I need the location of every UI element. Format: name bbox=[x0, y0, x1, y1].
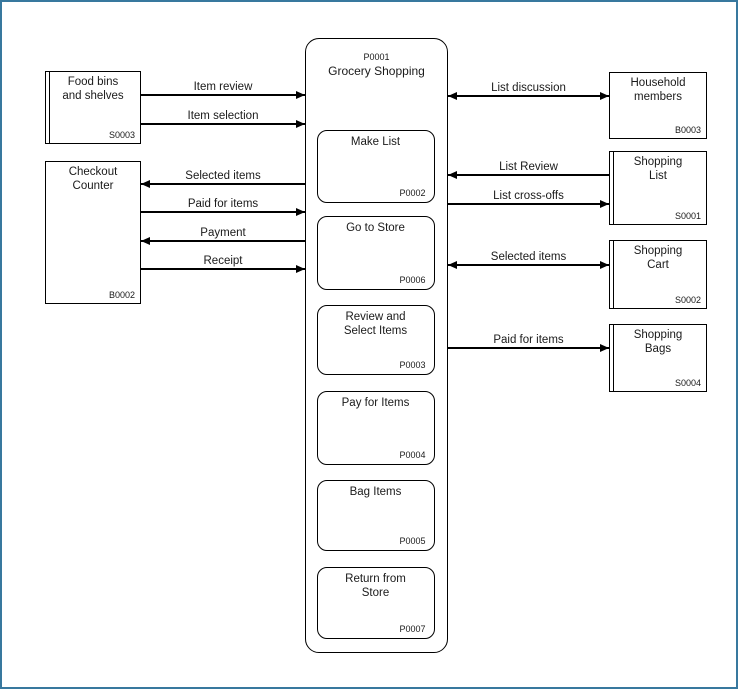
step-code: P0005 bbox=[399, 536, 426, 546]
flow-line bbox=[141, 240, 305, 242]
step-title: Pay for Items bbox=[341, 397, 410, 409]
node-shopping-bags[interactable]: Shopping Bags S0004 bbox=[609, 324, 707, 392]
step-title: Review and Select Items bbox=[343, 311, 408, 337]
flow-line bbox=[448, 174, 609, 176]
step-code: P0004 bbox=[399, 450, 426, 460]
flow-line bbox=[448, 95, 609, 97]
arrowhead-right-icon bbox=[296, 264, 305, 273]
node-title: Checkout Counter bbox=[68, 166, 118, 192]
step-go-to-store[interactable]: Go to Store P0006 bbox=[316, 216, 435, 290]
step-title: Make List bbox=[350, 136, 401, 148]
flow-line bbox=[448, 203, 609, 205]
step-review-and-select-items[interactable]: Review and Select Items P0003 bbox=[316, 305, 435, 375]
node-code: S0002 bbox=[674, 295, 701, 305]
flow-line bbox=[141, 94, 305, 96]
node-code: B0002 bbox=[108, 290, 135, 300]
node-shopping-list[interactable]: Shopping List S0001 bbox=[609, 151, 707, 225]
flow-label: Paid for items bbox=[493, 334, 564, 346]
flow-label: List discussion bbox=[491, 82, 566, 94]
node-code: S0001 bbox=[674, 211, 701, 221]
node-code: S0003 bbox=[108, 130, 135, 140]
node-shopping-cart[interactable]: Shopping Cart S0002 bbox=[609, 240, 707, 309]
step-bag-items[interactable]: Bag Items P0005 bbox=[316, 480, 435, 551]
node-title: Shopping Bags bbox=[633, 329, 683, 355]
flow-label: List Review bbox=[499, 161, 558, 173]
step-code: P0006 bbox=[399, 275, 426, 285]
arrowhead-left-icon bbox=[141, 236, 150, 245]
arrowhead-right-icon bbox=[600, 343, 609, 352]
node-checkout-counter[interactable]: Checkout Counter B0002 bbox=[45, 161, 141, 304]
step-title: Bag Items bbox=[349, 486, 402, 498]
arrowhead-right-icon bbox=[600, 260, 609, 269]
node-title: Household members bbox=[630, 77, 686, 103]
flow-label: Receipt bbox=[203, 255, 243, 267]
arrowhead-left-icon bbox=[448, 260, 457, 269]
node-food-bins-and-shelves[interactable]: Food bins and shelves S0003 bbox=[45, 71, 141, 144]
arrowhead-left-icon bbox=[141, 179, 150, 188]
arrowhead-right-icon bbox=[600, 199, 609, 208]
process-grocery-shopping[interactable]: P0001 Grocery Shopping Make List P0002 G… bbox=[305, 38, 448, 653]
step-code: P0003 bbox=[399, 360, 426, 370]
node-title: Food bins and shelves bbox=[62, 76, 124, 102]
flow-label: Payment bbox=[200, 227, 246, 239]
flow-label: Selected items bbox=[185, 170, 261, 182]
arrowhead-left-icon bbox=[448, 170, 457, 179]
arrowhead-right-icon bbox=[296, 90, 305, 99]
flow-label: Item review bbox=[193, 81, 253, 93]
flow-line bbox=[141, 211, 305, 213]
flow-line bbox=[448, 347, 609, 349]
node-title: Shopping List bbox=[633, 156, 683, 182]
flow-label: Paid for items bbox=[187, 198, 259, 210]
flow-label: Item selection bbox=[187, 110, 259, 122]
process-title: Grocery Shopping bbox=[328, 64, 425, 78]
flow-label: List cross-offs bbox=[493, 190, 564, 202]
step-pay-for-items[interactable]: Pay for Items P0004 bbox=[316, 391, 435, 465]
step-title: Return from Store bbox=[345, 573, 406, 599]
node-title: Shopping Cart bbox=[633, 245, 683, 271]
step-return-from-store[interactable]: Return from Store P0007 bbox=[316, 567, 435, 639]
step-make-list[interactable]: Make List P0002 bbox=[316, 130, 435, 203]
flow-line bbox=[448, 264, 609, 266]
process-code: P0001 bbox=[363, 52, 390, 62]
flow-line bbox=[141, 268, 305, 270]
flow-line bbox=[141, 123, 305, 125]
step-code: P0007 bbox=[399, 624, 426, 634]
flow-label: Selected items bbox=[490, 251, 567, 263]
step-code: P0002 bbox=[399, 188, 426, 198]
node-household-members[interactable]: Household members B0003 bbox=[609, 72, 707, 139]
node-code: B0003 bbox=[674, 125, 701, 135]
step-title: Go to Store bbox=[346, 222, 405, 234]
flow-line bbox=[141, 183, 305, 185]
node-code: S0004 bbox=[674, 378, 701, 388]
arrowhead-right-icon bbox=[600, 91, 609, 100]
arrowhead-right-icon bbox=[296, 207, 305, 216]
arrowhead-right-icon bbox=[296, 119, 305, 128]
arrowhead-left-icon bbox=[448, 91, 457, 100]
